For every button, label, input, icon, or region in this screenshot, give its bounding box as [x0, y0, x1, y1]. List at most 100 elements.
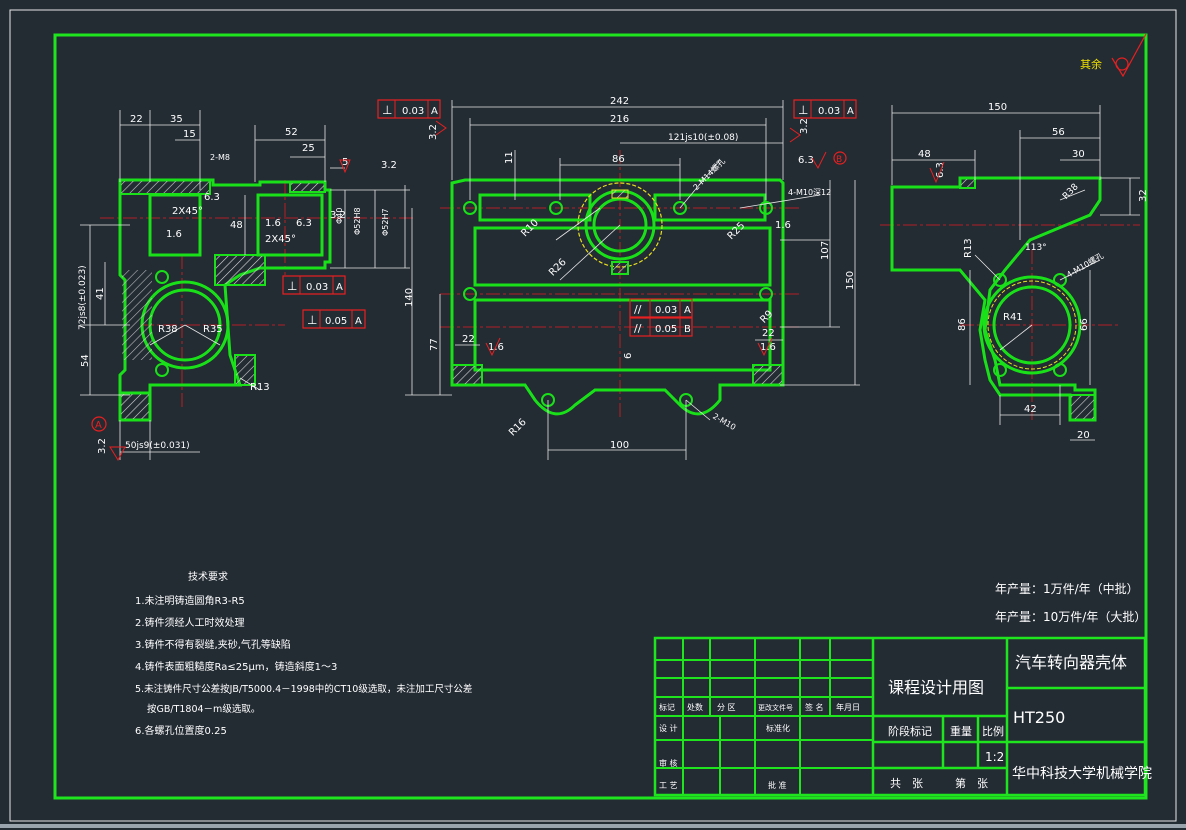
- dim-left-54: 54: [80, 354, 91, 367]
- svg-text:A: A: [431, 106, 438, 117]
- dim-side-32: 32: [1138, 189, 1149, 202]
- dim-front-150: 150: [845, 271, 856, 290]
- tech-item-6: 6.各螺孔位置度0.25: [135, 724, 227, 737]
- dim-left-5: 5: [342, 157, 348, 168]
- label-1.6-a: 1.6: [166, 229, 182, 240]
- diam-52h7: Φ52H7: [381, 208, 390, 236]
- tech-requirements: 技术要求 1.未注明铸造圆角R3-R5 2.铸件须经人工时效处理 3.铸件不得有…: [135, 570, 472, 737]
- svg-text:B: B: [684, 324, 691, 335]
- dim-front-86: 86: [612, 154, 625, 165]
- dim-front-22-right: 22: [762, 328, 775, 339]
- dim-side-66: 66: [1079, 318, 1090, 331]
- label-r38: R38: [158, 324, 178, 335]
- tol-frame-left-2: ⊥ 0.05 A: [302, 309, 366, 329]
- tb-row-label-5: 签 名: [805, 702, 824, 712]
- label-r9: R9: [758, 309, 775, 326]
- datum-b-label: B: [836, 155, 842, 165]
- svg-text:⊥: ⊥: [307, 313, 317, 327]
- datum-a-label: A: [95, 420, 102, 431]
- front-view: 242 216 121js10(±0.08) 86 11 140 77 22 1…: [339, 96, 860, 460]
- tb-design: 设 计: [659, 723, 678, 733]
- diam-40: Φ40: [335, 208, 344, 224]
- label-side-r38: R38: [1061, 182, 1081, 202]
- dim-left-41: 41: [95, 287, 106, 300]
- tb-scale-value: 1:2: [985, 750, 1004, 764]
- dim-left-50js9: 50js9(±0.031): [125, 441, 190, 451]
- label-2-m10: 2-M10: [711, 412, 737, 432]
- dim-side-86: 86: [957, 318, 968, 331]
- svg-text:0.05: 0.05: [655, 324, 677, 335]
- tb-process: 工 艺: [659, 781, 678, 790]
- dim-left-52: 52: [285, 127, 298, 138]
- left-view: 22 35 15 52 25 5 48 41 54 72js8(±0.023) …: [78, 110, 415, 462]
- tech-item-5b: 按GB/T1804－m级选取。: [147, 703, 260, 715]
- label-1.6-b: 1.6: [265, 218, 281, 229]
- tb-part-name: 汽车转向器壳体: [1015, 653, 1127, 672]
- outer-border: [9, 9, 1177, 822]
- tech-item-1: 1.未注明铸造圆角R3-R5: [135, 594, 245, 607]
- side-view: 150 56 48 30 32 86 66 42 20 6.3 R13 R41 …: [880, 102, 1149, 441]
- dim-left-48: 48: [230, 220, 243, 231]
- svg-text:⊥: ⊥: [382, 103, 392, 117]
- production-1: 年产量：1万件/年（中批）: [995, 581, 1139, 596]
- tb-row-label-1: 标记: [659, 702, 675, 712]
- dim-left-25: 25: [302, 143, 315, 154]
- svg-text:0.03: 0.03: [402, 106, 424, 117]
- dim-front-6: 6: [623, 353, 634, 359]
- tb-approve: 批 准: [768, 780, 787, 790]
- tech-item-4: 4.铸件表面粗糙度Ra≤25μm，铸造斜度1～3: [135, 660, 337, 673]
- tb-standardize: 标准化: [766, 723, 790, 733]
- svg-text:⊥: ⊥: [287, 279, 297, 293]
- dim-front-216: 216: [610, 114, 629, 125]
- svg-text:0.03: 0.03: [818, 106, 840, 117]
- tb-row-label-3: 分 区: [717, 703, 736, 712]
- tb-total-sheets: 共 张: [890, 777, 923, 790]
- dim-front-100: 100: [610, 440, 629, 451]
- tol-frame-front-4: // 0.05 B: [629, 317, 693, 337]
- dim-side-56: 56: [1052, 127, 1065, 138]
- dim-left-72js8: 72js8(±0.023): [78, 265, 88, 330]
- dim-left-35: 35: [170, 114, 183, 125]
- tb-row-label-4: 更改文件号: [758, 703, 793, 712]
- label-r35: R35: [203, 324, 223, 335]
- label-side-r13: R13: [963, 238, 974, 258]
- roughness-bottom-label: 3.2: [97, 438, 108, 454]
- diam-52h8: Φ52H8: [353, 207, 362, 235]
- label-6.3-front: 6.3: [798, 155, 814, 166]
- production-2: 年产量：10万件/年（大批）: [995, 609, 1146, 624]
- dim-front-77: 77: [429, 338, 440, 351]
- roughness-corner-icon: [1111, 33, 1147, 78]
- label-2x45-b: 2X45°: [265, 234, 296, 245]
- svg-text:A: A: [684, 305, 691, 316]
- label-4-m10-deep: 4-M10深12: [788, 188, 831, 197]
- dim-left-15: 15: [183, 129, 196, 140]
- svg-text:⊥: ⊥: [798, 103, 808, 117]
- tb-weight: 重量: [950, 724, 972, 738]
- label-6.3-b: 6.3: [296, 218, 312, 229]
- label-3.2-front-a: 3.2: [428, 124, 439, 140]
- dim-front-242: 242: [610, 96, 629, 107]
- dim-side-48: 48: [918, 149, 931, 160]
- label-side-4-m10: 4-M10螺孔: [1064, 250, 1105, 279]
- dim-front-22-left: 22: [462, 334, 475, 345]
- tol-frame-left-1: ⊥ 0.03 A: [282, 275, 346, 295]
- label-r25: R25: [726, 220, 748, 242]
- title-block: 标记 处数 分 区 更改文件号 签 名 年月日 设 计 标准化 审 核 工 艺 …: [653, 636, 1152, 797]
- label-6.3-a: 6.3: [204, 192, 220, 203]
- label-2-m8: 2-M8: [210, 153, 230, 162]
- dim-side-30: 30: [1072, 149, 1085, 160]
- tol-frame-front-2: ⊥ 0.03 A: [793, 99, 857, 119]
- label-2-m14: 2-M14螺孔: [691, 156, 727, 192]
- tb-stage-mark: 阶段标记: [888, 724, 932, 738]
- tol-frame-front-3: // 0.03 A: [629, 298, 693, 318]
- label-3.2-b: 3.2: [381, 160, 397, 171]
- dim-side-42: 42: [1024, 404, 1037, 415]
- datum-a-icon: [91, 416, 107, 432]
- tb-row-label-2: 处数: [687, 702, 703, 712]
- tech-item-5: 5.未注铸件尺寸公差按JB/T5000.4－1998中的CT10级选取，未注加工…: [135, 683, 472, 695]
- dim-front-107: 107: [820, 241, 831, 260]
- tol-frame-front-1: ⊥ 0.03 A: [377, 99, 441, 119]
- dim-front-140: 140: [404, 288, 415, 307]
- svg-text:A: A: [355, 316, 362, 327]
- label-3.2-front-b: 3.2: [799, 118, 810, 134]
